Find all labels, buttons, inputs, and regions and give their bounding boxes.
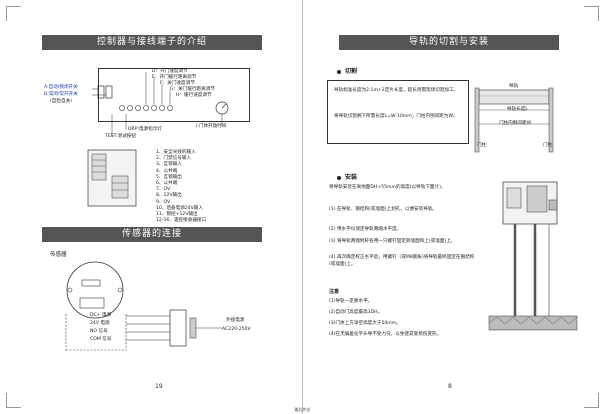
wire-dc: DC+ 电源 xyxy=(90,313,112,318)
note-item: (1)导轨一定要水平。 xyxy=(329,299,373,304)
page-number-left: 19 xyxy=(155,383,163,390)
crop-mark xyxy=(584,6,599,21)
bullet-icon xyxy=(337,175,341,180)
crop-mark xyxy=(584,393,599,408)
terminal-item: 7、OV xyxy=(156,187,171,193)
terminal-item: 4、公共端 xyxy=(156,168,178,174)
label-e: E：开门缓行距离调节 xyxy=(152,75,197,80)
heading-cut: 切割 xyxy=(337,66,357,75)
wire-24v: 24V 电源 xyxy=(90,321,110,326)
left-page: 控制器与接线端子的介绍 A:自动/锁闭开关 B:常闭/常开开关 (自检自关) D… xyxy=(0,0,302,414)
page-divider xyxy=(302,0,303,414)
terminal-item: 1、安全光线的输入 xyxy=(156,150,196,155)
bullet-icon xyxy=(337,69,341,74)
right-page: 导轨的切割与安装 切割 导轨标准长度为2.1m+2定片长度，超长则需现场切割加工… xyxy=(303,0,605,414)
terminal-item: 5、互锁输出 xyxy=(156,174,182,180)
crop-mark xyxy=(6,6,21,21)
note-item: (3)门体上方净空高度大于50mm。 xyxy=(329,321,401,326)
label-self-check: (自检自关) xyxy=(50,99,72,104)
rail-length-label: 导轨长度L xyxy=(507,107,528,112)
install-intro: 将导轨安装在离地面DH+55mm的高度(以导轨下面计)。 xyxy=(329,185,446,190)
note-item: (4)在无偏差化平头导不受力况，以免使其受损伤变形。 xyxy=(329,332,442,337)
controller-switches xyxy=(92,72,229,137)
terminal-block xyxy=(87,149,137,207)
note-list: (1)导轨一定要水平。 (2)自动门高度最高3DH。 (3)门体上方净空高度大于… xyxy=(329,296,441,340)
label-timer: I:门体开放时间 xyxy=(196,124,227,129)
terminal-item: 9、OV xyxy=(156,199,171,205)
terminal-item: 11、锁控+12V输出 xyxy=(156,212,198,218)
sensor-label: 传感器 xyxy=(50,252,67,258)
power-spec: AC220-250V xyxy=(222,327,251,332)
terminal-item: 6、公共端 xyxy=(156,181,178,187)
note-item: (2)自动门高度最高3DH。 xyxy=(329,310,383,315)
cut-para-1: 导轨标准长度为2.1m+2定片长度，超长则需现场切割加工。 xyxy=(334,88,459,93)
label-d: D：开门速度调节 xyxy=(152,69,188,74)
terminal-item: 10、后备电源24V输入 xyxy=(156,205,203,211)
label-h: H：缓行速度调节 xyxy=(176,93,212,98)
heading-install: 安装 xyxy=(337,172,357,181)
post-label-left: 门柱 xyxy=(477,143,487,148)
sensor-diagram xyxy=(65,261,222,351)
section-title-sensor: 传感器的连接 xyxy=(42,227,262,242)
terminal-list: 1、安全光线的输入 2、门禁信号输入 3、互锁输入 4、公共端 5、互锁输出 6… xyxy=(156,150,206,224)
footer-text: 最后作业 xyxy=(294,407,311,412)
door-width-label: 门柱内侧间距W xyxy=(499,121,532,126)
label-a: A:自动/锁闭开关 xyxy=(44,85,78,90)
rail-cut-diagram xyxy=(474,87,554,153)
install-step: (2) 用水平仪测定导轨两端水平度。 xyxy=(329,227,402,232)
page-number-right: 8 xyxy=(448,383,452,390)
label-test: TEST:测试按钮 xyxy=(105,134,136,139)
crop-mark xyxy=(6,393,21,408)
cut-para-2: 将导轨切割剩下所需长度L=W-10mm，门柱内侧间距为W。 xyxy=(334,114,458,119)
power-label: 外接电源 xyxy=(226,318,245,323)
terminal-item: 8、12V输出 xyxy=(156,193,182,199)
label-b: B:常闭/常开开关 xyxy=(44,92,78,97)
terminal-item: 3、互锁输入 xyxy=(156,162,182,168)
terminal-item: 2、门禁信号输入 xyxy=(156,156,192,162)
rail-label: 导轨 xyxy=(509,84,519,89)
cut-instructions-box: 导轨标准长度为2.1m+2定片长度，超长则需现场切割加工。 将导轨切割剩下所需长… xyxy=(327,80,469,144)
section-title-controller: 控制器与接线端子的介绍 xyxy=(42,35,262,50)
install-diagram xyxy=(488,181,578,331)
terminal-item: 12-16、遥控接收器接口 xyxy=(156,218,207,224)
wire-com: COM 信号 xyxy=(90,337,112,342)
label-f: F：关门速度调节 xyxy=(160,81,195,86)
heading-install-text: 安装 xyxy=(345,174,358,181)
note-heading: 注意 xyxy=(329,289,340,295)
install-step: (4) 再次确定校正水平后，用螺钉（或M8膨胀)将导轨最终固定在钢结构(或墙面)… xyxy=(329,255,475,268)
post-label-right: 门柱 xyxy=(543,143,553,148)
wire-no: NO 信号 xyxy=(90,329,108,334)
section-title-rail: 导轨的切割与安装 xyxy=(339,35,559,50)
install-step: (1) 在导轨、钢结构(或墙面)上划孔，以便安装导轨。 xyxy=(329,207,438,212)
label-drp: DRP:电源指示灯 xyxy=(128,127,163,132)
install-step: (3) 将导轨两端附轩各用一只螺钉固定到墙面和上(或墙面)上。 xyxy=(329,239,456,244)
label-g: G：关门缓行距离调节 xyxy=(170,87,215,92)
heading-cut-text: 切割 xyxy=(345,68,358,75)
